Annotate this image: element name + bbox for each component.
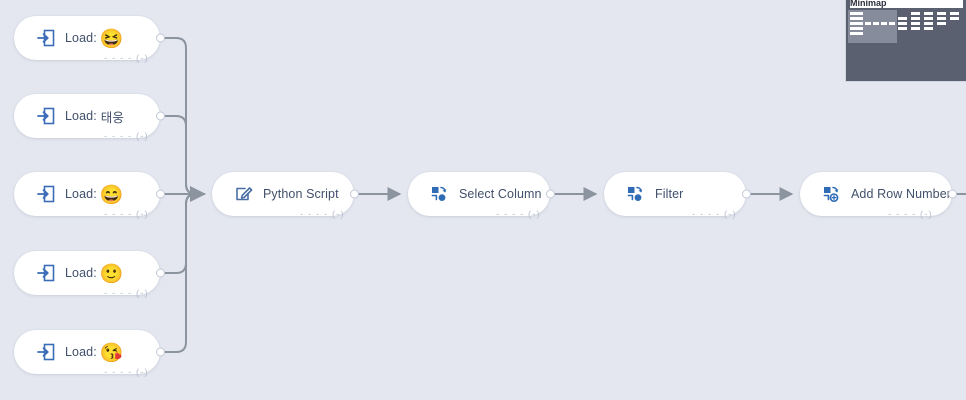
node-status-load-1: - - - - (-) <box>104 53 149 64</box>
node-status-load-5: - - - - (-) <box>104 367 149 378</box>
minimap-node <box>850 12 863 15</box>
minimap-node <box>865 22 871 25</box>
output-port[interactable] <box>156 33 165 43</box>
node-label-prefix: Load: <box>65 31 97 45</box>
minimap-node <box>873 22 879 25</box>
output-port[interactable] <box>156 111 165 121</box>
output-port[interactable] <box>948 189 957 199</box>
node-label: Filter <box>655 187 684 201</box>
node-label: Load: 태웅 <box>65 107 124 126</box>
edge-load2-to-python <box>161 115 205 195</box>
node-label-prefix: Load: <box>65 187 97 201</box>
node-status-load-4: - - - - (-) <box>104 288 149 299</box>
output-port[interactable] <box>156 268 165 278</box>
node-add-row-number[interactable]: Add Row Number <box>800 172 957 216</box>
node-status-load-3: - - - - (-) <box>104 209 149 220</box>
merge-arrowhead <box>190 186 206 202</box>
node-status-python-script: - - - - (-) <box>300 209 345 220</box>
minimap-node <box>911 22 920 25</box>
node-label-emoji: 😆 <box>99 28 124 50</box>
add-row-number-icon <box>823 186 839 202</box>
node-label-prefix: Load: <box>65 266 97 280</box>
minimap-viewport[interactable] <box>848 10 897 43</box>
output-port[interactable] <box>156 189 165 199</box>
node-label: Python Script <box>263 187 339 201</box>
import-arrow-icon <box>37 343 55 361</box>
edge-load1-to-python <box>161 37 205 195</box>
node-label-prefix: Load: <box>65 345 97 359</box>
import-arrow-icon <box>37 185 55 203</box>
select-column-icon <box>431 186 447 201</box>
minimap-node <box>924 22 933 25</box>
minimap-node <box>850 32 863 35</box>
minimap-node <box>898 27 907 30</box>
node-load-1[interactable]: Load: 😆 <box>14 16 165 60</box>
edge-load5-to-python <box>161 193 205 353</box>
output-port[interactable] <box>546 189 555 199</box>
minimap-title: Minimap <box>850 0 963 8</box>
node-load-5[interactable]: Load: 😘 <box>14 330 165 374</box>
minimap-body[interactable] <box>848 8 964 79</box>
pencil-square-icon <box>236 187 253 201</box>
node-filter[interactable]: Filter <box>604 172 751 216</box>
minimap-node <box>881 22 887 25</box>
minimap-node <box>937 12 946 15</box>
minimap-node <box>924 27 933 30</box>
import-arrow-icon <box>37 107 55 125</box>
node-status-load-2: - - - - (-) <box>104 131 149 142</box>
minimap-node <box>898 22 907 25</box>
node-select-column[interactable]: Select Column <box>408 172 555 216</box>
minimap-node <box>850 22 863 25</box>
minimap-node <box>937 22 946 25</box>
minimap-node <box>889 22 895 25</box>
node-label-emoji: 🙂 <box>99 263 124 285</box>
node-label-emoji: 😄 <box>99 184 124 206</box>
node-load-4[interactable]: Load: 🙂 <box>14 251 165 295</box>
node-label: Select Column <box>459 187 542 201</box>
node-load-2[interactable]: Load: 태웅 <box>14 94 165 138</box>
minimap-node <box>950 17 959 20</box>
minimap-node <box>924 17 933 20</box>
minimap-node <box>898 17 907 20</box>
node-status-add-row-number: - - - - (-) <box>888 209 933 220</box>
minimap-node <box>937 17 946 20</box>
node-label: Load: 😄 <box>65 184 124 206</box>
minimap-node <box>950 12 959 15</box>
node-python-script[interactable]: Python Script <box>212 172 359 216</box>
import-arrow-icon <box>37 264 55 282</box>
minimap-node <box>911 12 920 15</box>
node-label-prefix: Load: <box>65 109 97 123</box>
node-label: Load: 🙂 <box>65 263 124 285</box>
node-label-emoji: 😘 <box>99 342 124 364</box>
output-port[interactable] <box>156 347 165 357</box>
minimap-node <box>911 17 920 20</box>
node-label: Load: 😆 <box>65 28 124 50</box>
minimap-node <box>850 17 863 20</box>
node-status-filter: - - - - (-) <box>692 209 737 220</box>
import-arrow-icon <box>37 29 55 47</box>
node-label: Load: 😘 <box>65 342 124 364</box>
node-load-3[interactable]: Load: 😄 <box>14 172 165 216</box>
minimap-node <box>924 12 933 15</box>
output-port[interactable] <box>742 189 751 199</box>
minimap-node <box>911 27 920 30</box>
filter-icon <box>627 186 643 201</box>
minimap-panel[interactable]: Minimap <box>845 0 966 82</box>
minimap-node <box>850 27 863 30</box>
edge-load4-to-python <box>161 193 205 274</box>
output-port[interactable] <box>350 189 359 199</box>
node-label-suffix: 태웅 <box>100 110 124 125</box>
node-status-select-column: - - - - (-) <box>496 209 541 220</box>
node-label: Add Row Number <box>851 187 952 201</box>
